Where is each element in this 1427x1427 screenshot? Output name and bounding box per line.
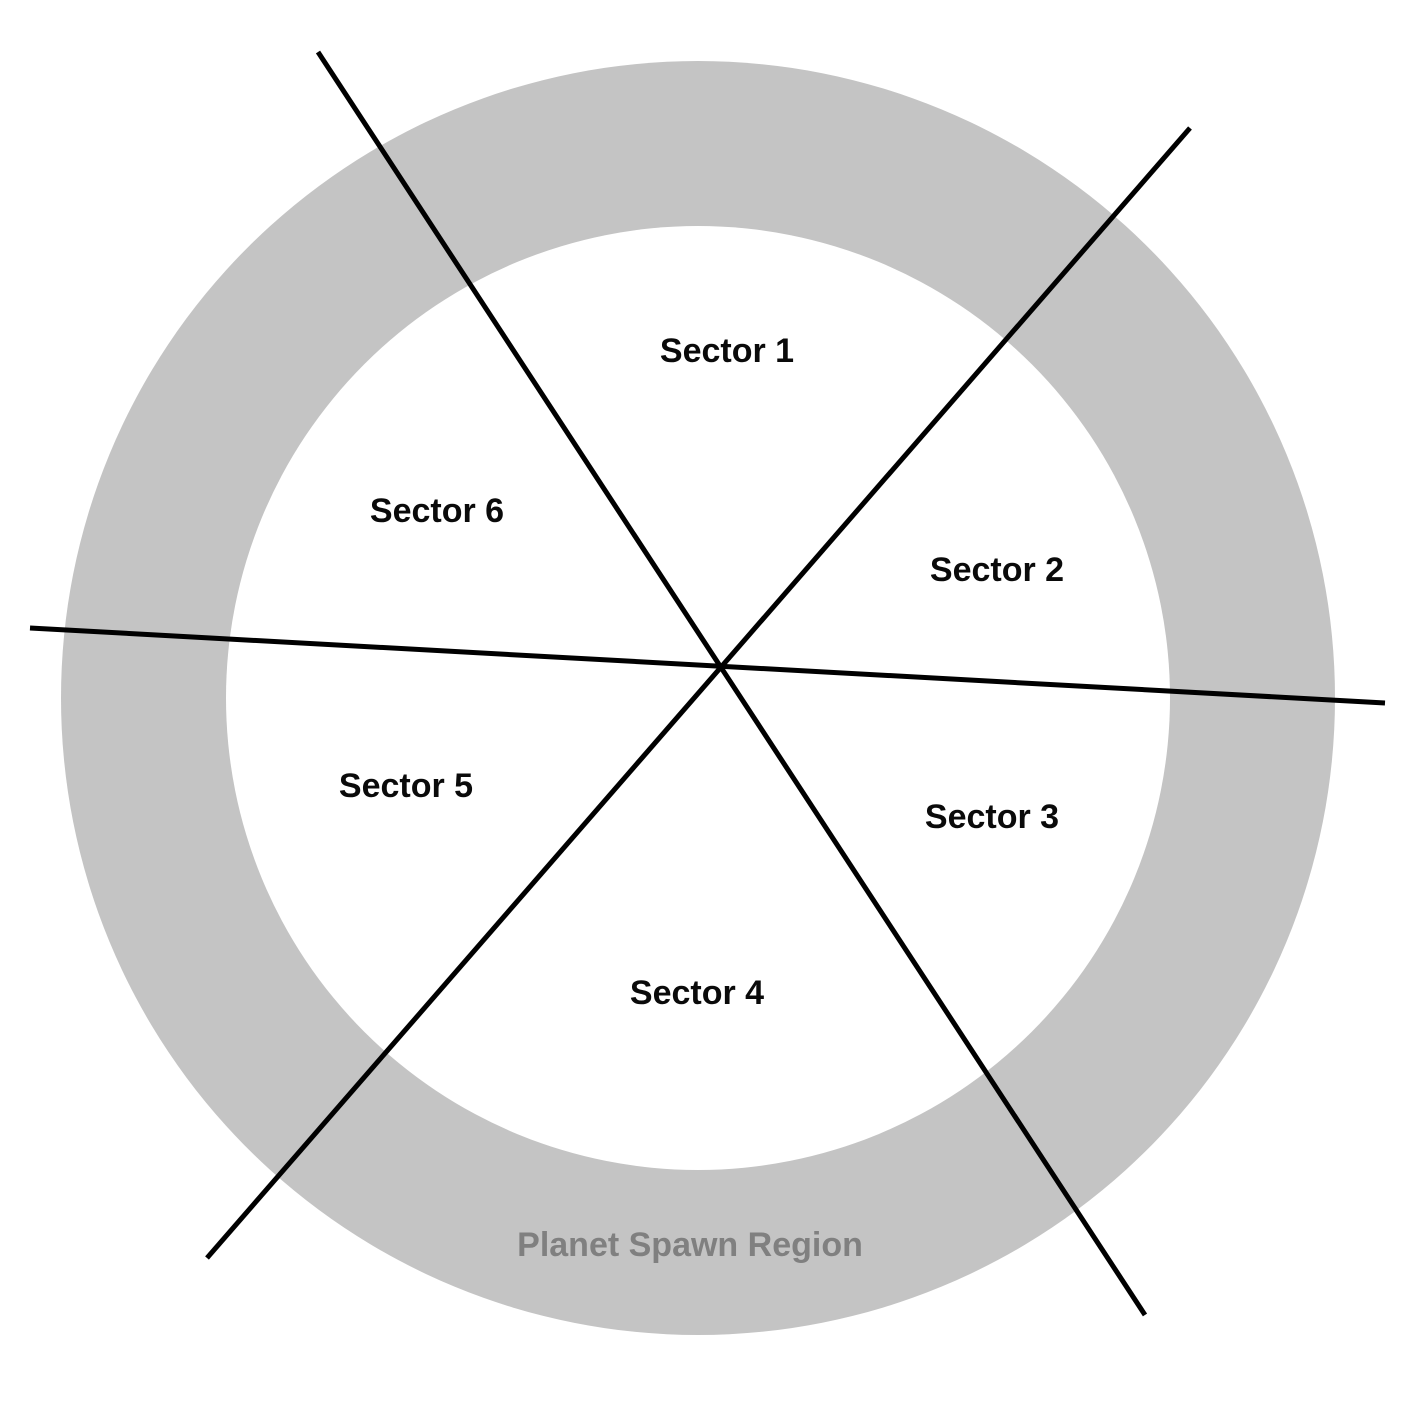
sector-label-6: Sector 6	[370, 492, 504, 530]
sector-label-3: Sector 3	[925, 798, 1059, 836]
divider-line-nw-se	[315, 50, 1148, 1317]
divider-line-sw-ne	[205, 126, 1192, 1260]
sector-label-4: Sector 4	[630, 974, 764, 1012]
divider-line-horizontal	[29, 625, 1386, 706]
sector-label-1: Sector 1	[660, 332, 794, 370]
sector-label-2: Sector 2	[930, 551, 1064, 589]
divider-lines-group	[29, 50, 1386, 1317]
sector-label-5: Sector 5	[339, 767, 473, 805]
sector-labels-group: Sector 1 Sector 2 Sector 3 Sector 4 Sector 5…	[339, 332, 1064, 1012]
inner-sector-disc	[226, 226, 1170, 1170]
planet-spawn-region-label: Planet Spawn Region	[517, 1226, 863, 1264]
